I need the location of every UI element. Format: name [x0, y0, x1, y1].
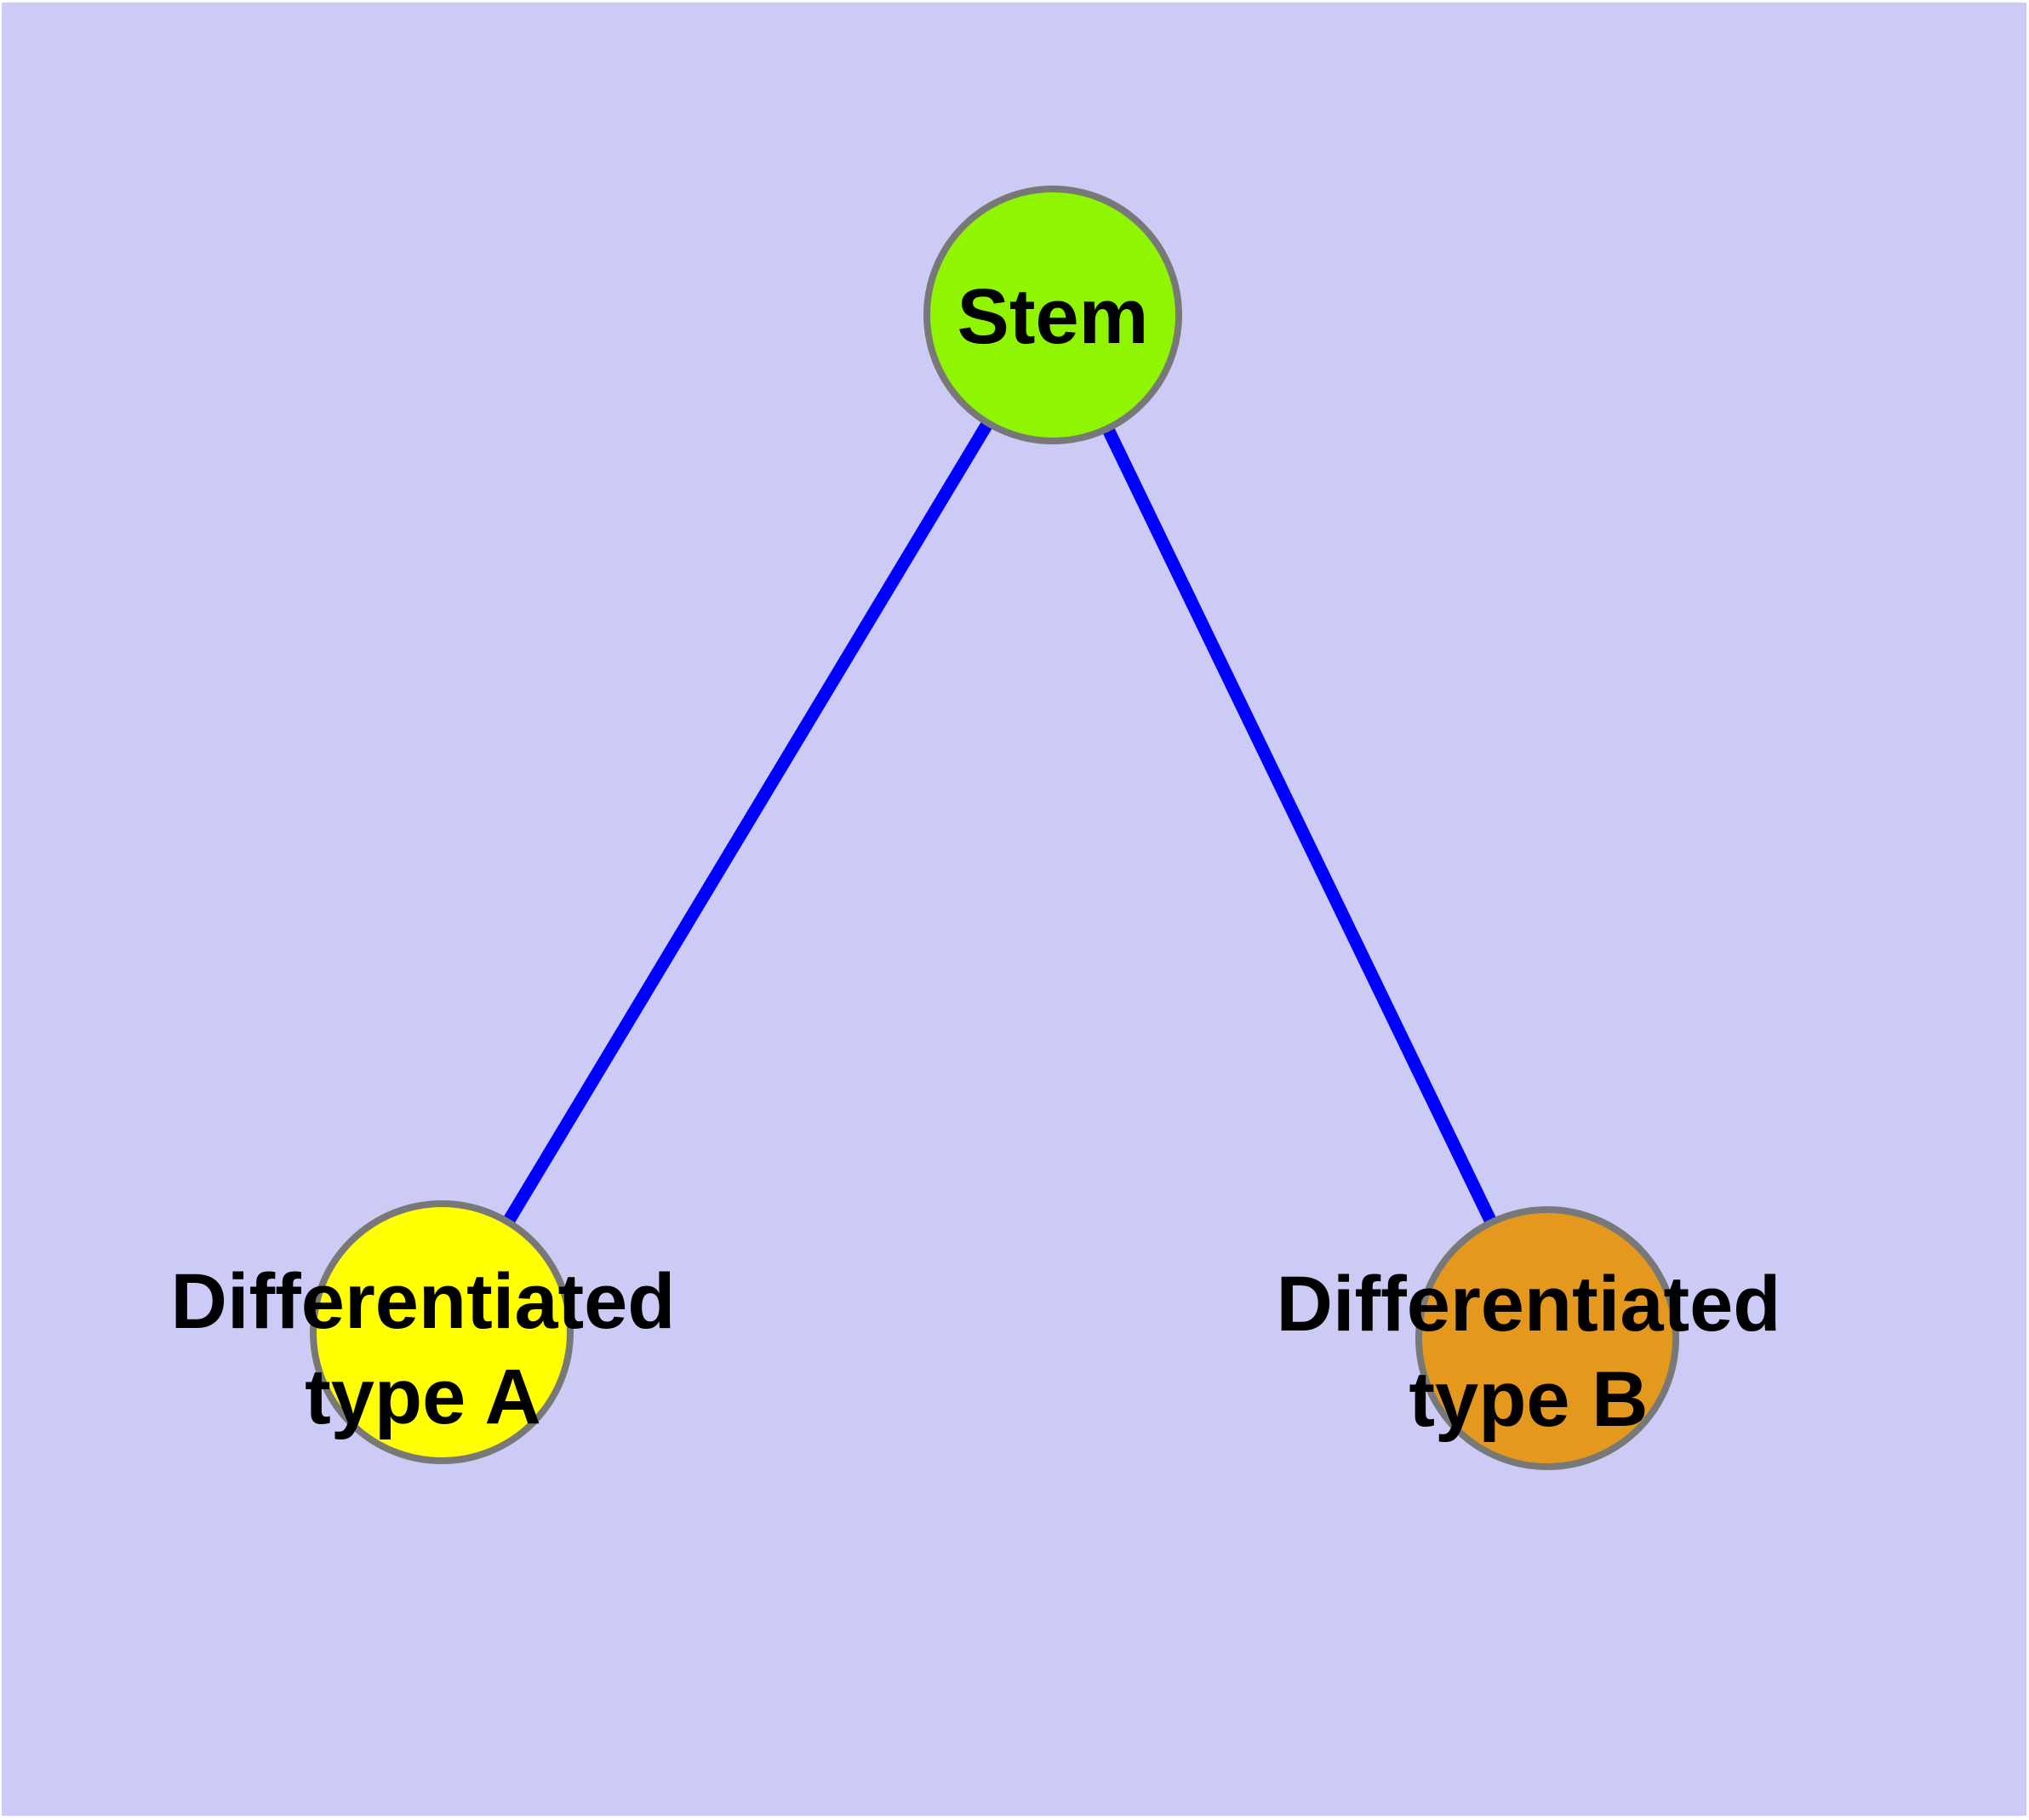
edge-stem-to-type-b: [1047, 312, 1553, 1342]
edge-stem-to-type-a: [436, 312, 1059, 1336]
node-differentiated-type-a: [310, 1200, 574, 1464]
node-differentiated-type-b: [1415, 1206, 1679, 1470]
node-stem: [923, 186, 1182, 444]
